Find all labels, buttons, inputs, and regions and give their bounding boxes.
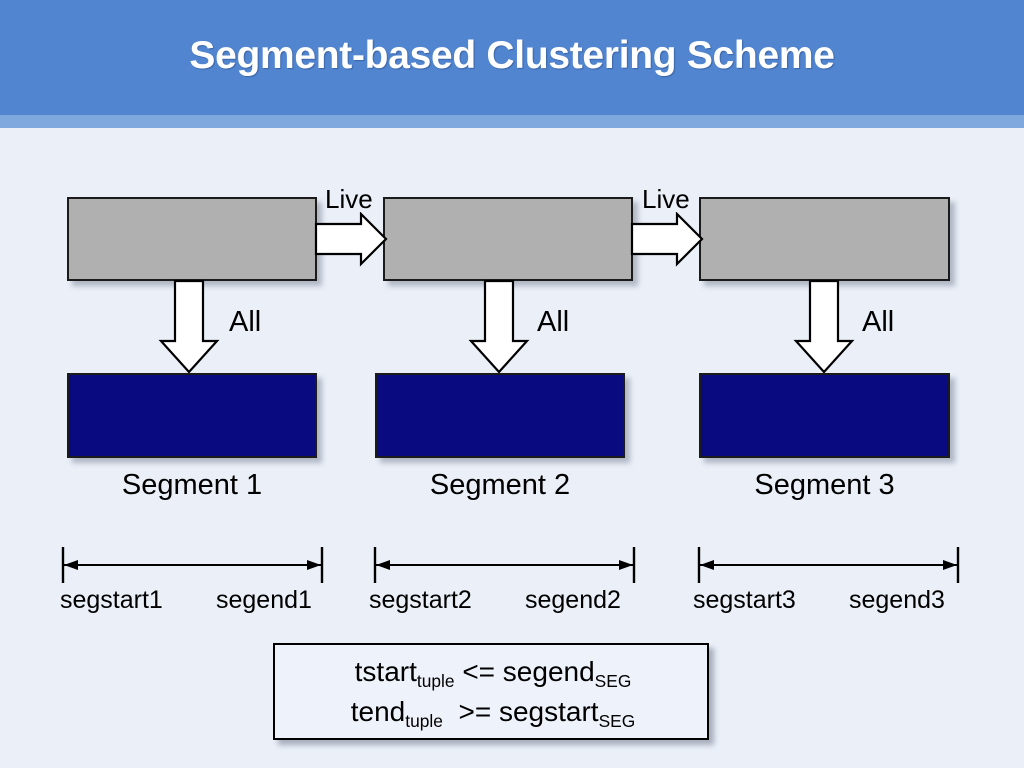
formula-line-2: tendtuple >= segstartSEG bbox=[275, 696, 711, 731]
span-measure-1 bbox=[61, 547, 324, 583]
formula-line-1: tstarttuple <= segendSEG bbox=[275, 656, 711, 691]
segment-label-3: Segment 3 bbox=[754, 469, 895, 501]
all-arrow-3 bbox=[793, 279, 855, 374]
formula-2-rhs-sub: SEG bbox=[598, 710, 636, 731]
segment-label-1: Segment 1 bbox=[121, 469, 263, 501]
title-accent-band bbox=[0, 115, 1024, 128]
formula-2-lhs-sub: tuple bbox=[405, 710, 443, 731]
all-label-2: All bbox=[537, 306, 570, 338]
title-bar bbox=[0, 0, 1024, 115]
span-end-label-3: segend3 bbox=[849, 586, 945, 614]
formula-2-operator: >= bbox=[458, 696, 492, 727]
span-end-label-1: segend1 bbox=[216, 586, 312, 614]
live-arrow-1 bbox=[314, 212, 388, 267]
formula-2-rhs-base: segstart bbox=[498, 696, 599, 727]
all-arrow-1 bbox=[158, 279, 220, 374]
live-arrow-2 bbox=[630, 212, 704, 267]
page-title: Segment-based Clustering Scheme bbox=[189, 34, 835, 77]
segment-label-2: Segment 2 bbox=[429, 469, 571, 501]
gray-box-1 bbox=[67, 197, 317, 281]
span-start-label-2: segstart2 bbox=[369, 586, 472, 614]
span-end-label-2: segend2 bbox=[525, 586, 621, 614]
span-measure-2 bbox=[373, 547, 636, 583]
span-measure-3 bbox=[697, 547, 960, 583]
segment-box-1 bbox=[67, 373, 317, 458]
live-label-1: Live bbox=[325, 184, 373, 214]
formula-box: tstarttuple <= segendSEG tendtuple >= se… bbox=[273, 643, 709, 740]
formula-1-lhs-sub: tuple bbox=[416, 670, 455, 691]
formula-2-lhs-base: tend bbox=[350, 696, 406, 727]
all-arrow-2 bbox=[468, 279, 530, 374]
segment-box-3 bbox=[699, 373, 950, 458]
span-start-label-3: segstart3 bbox=[693, 586, 796, 614]
formula-1-rhs-base: segend bbox=[502, 656, 595, 687]
all-label-1: All bbox=[229, 306, 262, 338]
all-label-3: All bbox=[862, 306, 895, 338]
formula-1-rhs-sub: SEG bbox=[594, 670, 632, 691]
gray-box-3 bbox=[699, 197, 950, 281]
gray-box-2 bbox=[383, 197, 633, 281]
formula-1-operator: <= bbox=[462, 656, 496, 687]
formula-1-lhs-base: tstart bbox=[354, 656, 417, 687]
span-start-label-1: segstart1 bbox=[60, 586, 163, 614]
segment-box-2 bbox=[375, 373, 625, 458]
live-label-2: Live bbox=[642, 184, 690, 214]
